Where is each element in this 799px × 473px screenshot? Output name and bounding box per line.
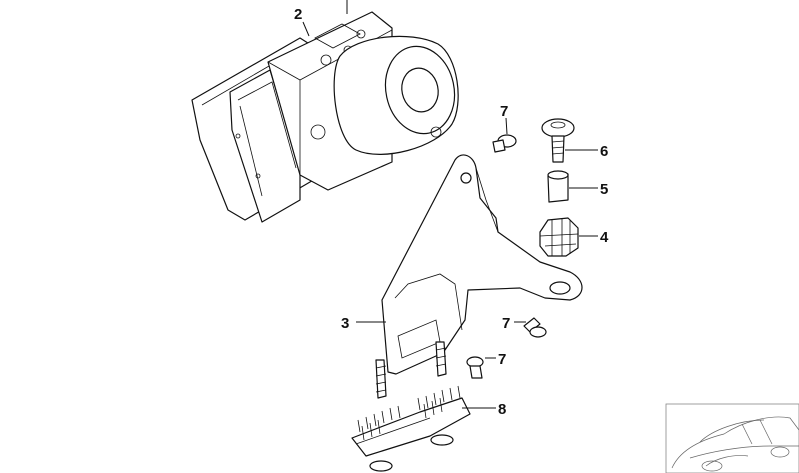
rubber-mount[interactable]	[539, 217, 579, 257]
callout-5: 5	[600, 181, 608, 198]
bolt-right[interactable]	[523, 317, 547, 338]
bolt-upper[interactable]	[492, 134, 517, 153]
callout-7-upper: 7	[500, 103, 508, 120]
sleeve[interactable]	[547, 170, 569, 203]
callout-3: 3	[341, 315, 349, 332]
callout-7-lower: 7	[498, 351, 506, 368]
mounting-bracket[interactable]	[375, 154, 583, 399]
callout-2: 2	[294, 6, 302, 23]
screw[interactable]	[541, 118, 575, 163]
callout-7-right: 7	[502, 315, 510, 332]
damper-pad[interactable]	[351, 385, 471, 472]
vehicle-thumbnail	[665, 403, 799, 473]
leader-lines	[302, 0, 598, 409]
callout-8: 8	[498, 401, 506, 418]
abs-hydraulic-unit[interactable]	[191, 11, 462, 223]
callout-4: 4	[600, 229, 609, 246]
callout-6: 6	[600, 143, 608, 160]
bolt-lower[interactable]	[466, 356, 484, 379]
